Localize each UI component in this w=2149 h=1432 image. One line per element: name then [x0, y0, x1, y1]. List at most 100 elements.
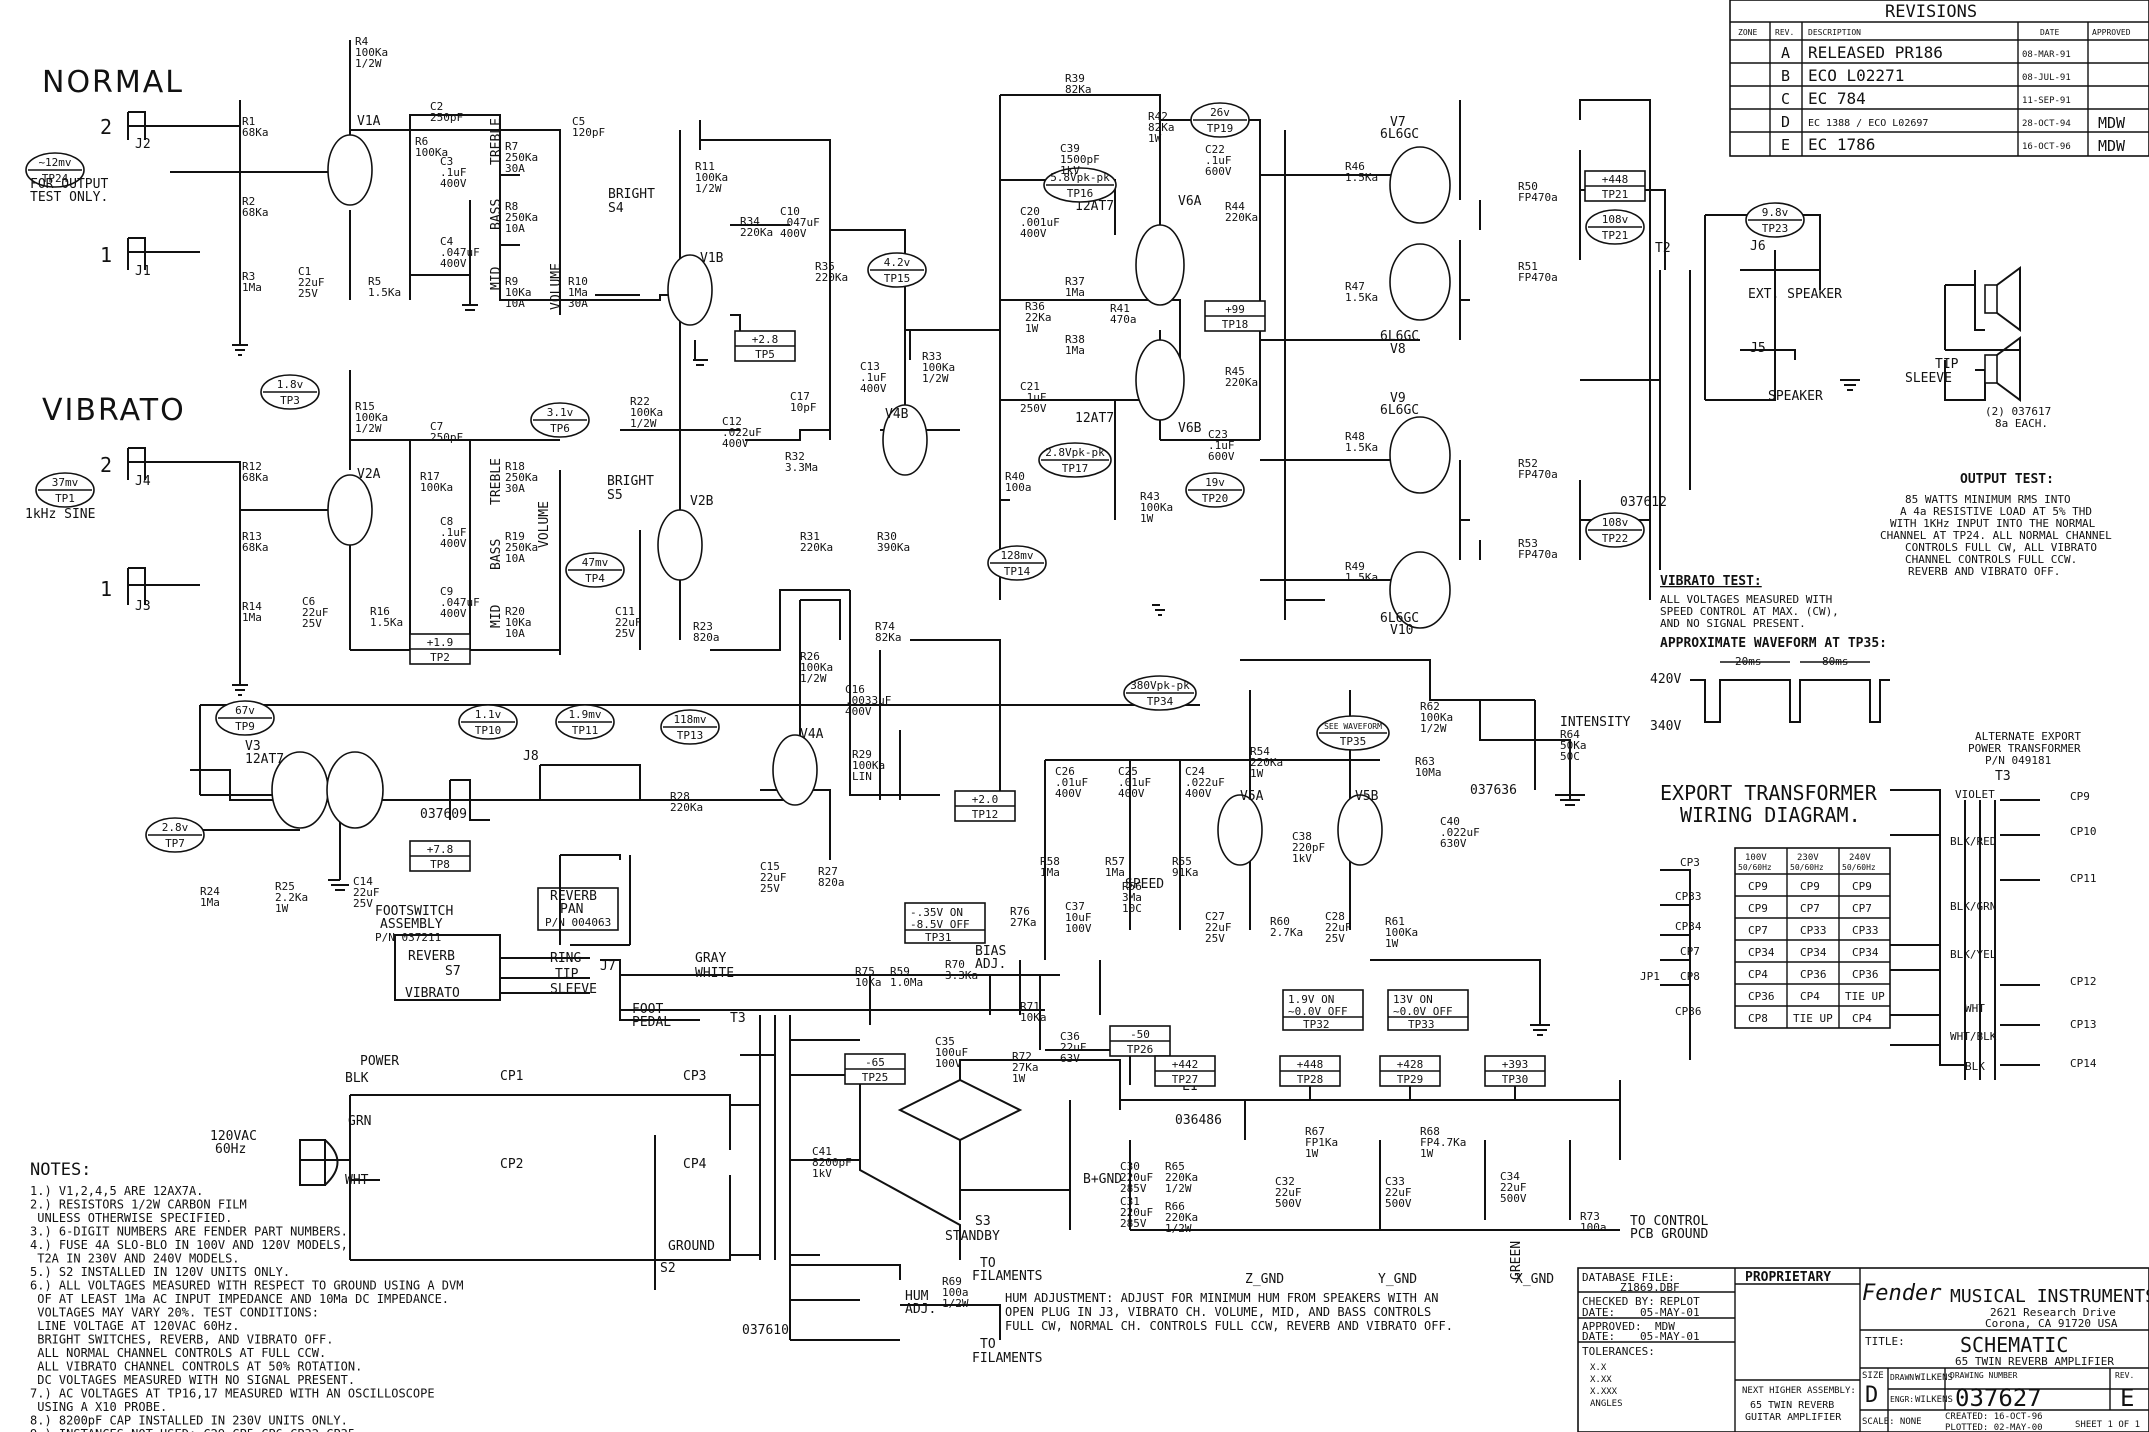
svg-text:50/60Hz: 50/60Hz: [1790, 863, 1824, 872]
cp4-label: CP4: [683, 1157, 707, 1172]
svg-text:TP3: TP3: [280, 394, 300, 407]
tube-v4a: [772, 734, 818, 806]
svg-text:340V: 340V: [1650, 719, 1681, 734]
svg-text:2621 Research Drive: 2621 Research Drive: [1990, 1306, 2116, 1319]
output-test-block: OUTPUT TEST: 85 WATTS MINIMUM RMS INTO A…: [1880, 472, 2112, 578]
svg-text:X.XXX: X.XXX: [1590, 1387, 1618, 1397]
svg-text:65 TWIN REVERB: 65 TWIN REVERB: [1750, 1400, 1834, 1411]
svg-text:TP28: TP28: [1297, 1073, 1324, 1086]
label-v1b: V1B: [700, 251, 724, 266]
svg-text:CP3: CP3: [1680, 856, 1700, 869]
svg-text:ALTERNATE EXPORT: ALTERNATE EXPORT: [1975, 730, 2081, 743]
svg-text:PLOTTED: 02-MAY-00: PLOTTED: 02-MAY-00: [1945, 1423, 2043, 1432]
svg-text:BLK/RED: BLK/RED: [1950, 835, 1996, 848]
svg-text:MUSICAL INSTRUMENTS: MUSICAL INSTRUMENTS: [1950, 1286, 2149, 1307]
svg-text:CP9: CP9: [1748, 902, 1768, 915]
svg-text:CHANNEL AT TP24. ALL NORMAL CH: CHANNEL AT TP24. ALL NORMAL CHANNEL: [1880, 529, 2112, 542]
svg-text:CP36: CP36: [1675, 1005, 1702, 1018]
svg-text:TP13: TP13: [677, 729, 704, 742]
svg-text:TP21: TP21: [1602, 188, 1629, 201]
svg-text:Z1869.DBF: Z1869.DBF: [1620, 1281, 1680, 1294]
svg-text:BRIGHT: BRIGHT: [607, 474, 654, 489]
x-gnd-label: X_GND: [1515, 1272, 1554, 1287]
svg-text:CHECKED BY:: CHECKED BY:: [1582, 1295, 1655, 1308]
control-labels: TREBLE BASS MID VOLUME TREBLE BASS MID V…: [25, 118, 655, 944]
svg-text:9.8v: 9.8v: [1762, 206, 1789, 219]
s2-label: S2: [660, 1261, 676, 1276]
svg-text:RELEASED PR186: RELEASED PR186: [1808, 43, 1943, 62]
svg-text:ENGR:: ENGR:: [1890, 1395, 1914, 1404]
rev-row-e: E EC 1786 16-OCT-96 MDW: [1781, 135, 2126, 155]
label-v6a: V6A: [1178, 194, 1202, 209]
svg-text:NOTES:: NOTES:: [30, 1160, 91, 1180]
svg-text:CP36: CP36: [1748, 990, 1775, 1003]
svg-text:67v: 67v: [235, 704, 255, 717]
hum-note: HUM ADJUSTMENT: ADJUST FOR MINIMUM HUM F…: [1005, 1291, 1453, 1333]
svg-text:E: E: [2120, 1384, 2134, 1412]
svg-text:DATABASE FILE:: DATABASE FILE:: [1582, 1271, 1675, 1284]
svg-text:CP33: CP33: [1800, 924, 1827, 937]
svg-text:TITLE:: TITLE:: [1865, 1335, 1905, 1348]
label-v5b: V5B: [1355, 789, 1379, 804]
label-v3: V3: [245, 739, 261, 754]
multi-tp-boxes: -.35V ON -8.5V OFF TP31 1.9V ON ~0.0V OF…: [904, 902, 1469, 1031]
svg-text:P/N 004063: P/N 004063: [545, 916, 611, 929]
svg-text:2: 2: [100, 115, 112, 139]
test-point-ovals: ~12mvTP241.8vTP337mvTP13.1vTP647mvTP44.2…: [25, 102, 1805, 853]
svg-text:GUITAR AMPLIFIER: GUITAR AMPLIFIER: [1745, 1412, 1842, 1423]
notes-block: NOTES: 1.) V1,2,4,5 ARE 12AX7A.2.) RESIS…: [30, 1160, 463, 1432]
label-v4a: V4A: [800, 727, 824, 742]
svg-text:+7.8: +7.8: [427, 843, 454, 856]
svg-text:CP36: CP36: [1852, 968, 1879, 981]
t3-label: T3: [730, 1011, 746, 1026]
label-v8-type: 6L6GC: [1380, 329, 1419, 344]
rev-header-approved: APPROVED: [2092, 28, 2131, 37]
svg-text:DRAWING NUMBER: DRAWING NUMBER: [1950, 1371, 2018, 1380]
rev-row-b: B ECO L02271 08-JUL-91: [1781, 66, 2071, 85]
rev-header-rev: REV.: [1775, 28, 1794, 37]
svg-text:VIOLET: VIOLET: [1955, 788, 1995, 801]
to-filaments-1: TO: [980, 1256, 996, 1271]
svg-text:MID: MID: [489, 604, 504, 628]
svg-text:108v: 108v: [1602, 213, 1629, 226]
label-v9: V9: [1390, 391, 1406, 406]
svg-text:CP7: CP7: [1800, 902, 1820, 915]
vibrato-test-block: VIBRATO TEST: ALL VOLTAGES MEASURED WITH…: [1650, 574, 1890, 734]
svg-text:2: 2: [100, 453, 112, 477]
svg-text:CP34: CP34: [1748, 946, 1775, 959]
svg-text:26v: 26v: [1210, 106, 1230, 119]
svg-text:OPEN PLUG IN J3, VIBRATO CH. V: OPEN PLUG IN J3, VIBRATO CH. VOLUME, MID…: [1005, 1305, 1431, 1319]
svg-text:MDW: MDW: [2098, 114, 2126, 132]
svg-text:WHT/BLK: WHT/BLK: [1950, 1030, 1997, 1043]
svg-text:TP30: TP30: [1502, 1073, 1529, 1086]
svg-text:85 WATTS MINIMUM RMS INTO: 85 WATTS MINIMUM RMS INTO: [1905, 493, 2071, 506]
label-v1a: V1A: [357, 114, 381, 129]
tube-labels: V1A V1B V2A V2B V3 12AT7 V4A V4B V5A V5B…: [245, 114, 1419, 804]
sleeve-label: SLEEVE: [1905, 371, 1952, 386]
svg-text:FOR OUTPUT: FOR OUTPUT: [30, 177, 108, 192]
svg-text:REPLOT: REPLOT: [1660, 1295, 1700, 1308]
svg-text:ASSEMBLY: ASSEMBLY: [380, 917, 443, 932]
